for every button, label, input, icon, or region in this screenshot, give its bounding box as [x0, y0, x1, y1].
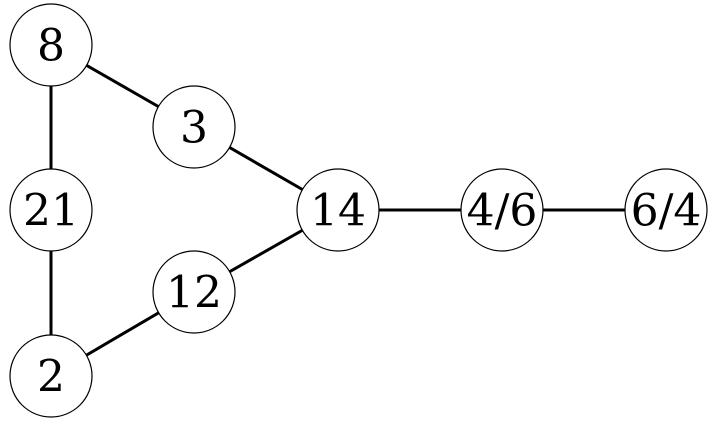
node-label: 8 — [37, 21, 65, 72]
node-label: 12 — [166, 268, 222, 319]
node-circle — [460, 168, 544, 252]
node-circle — [624, 168, 708, 252]
node-label: 6/4 — [631, 186, 702, 237]
node-circle — [152, 250, 236, 334]
node-circle — [9, 3, 93, 87]
node-circle — [152, 85, 236, 169]
graph-node: 4/6 — [460, 168, 544, 252]
node-label: 3 — [180, 103, 208, 154]
node-label: 14 — [310, 186, 366, 237]
graph-node: 21 — [9, 168, 93, 252]
node-circle — [9, 168, 93, 252]
node-label: 2 — [37, 352, 65, 403]
node-label: 4/6 — [467, 186, 538, 237]
graph-node: 2 — [9, 334, 93, 418]
graph-node: 14 — [296, 168, 380, 252]
graph-node: 3 — [152, 85, 236, 169]
node-circle — [296, 168, 380, 252]
graph-node: 8 — [9, 3, 93, 87]
nodes-layer: 8 3 21 14 4/6 6/4 12 2 — [9, 3, 708, 418]
graph-node: 6/4 — [624, 168, 708, 252]
graph-node: 12 — [152, 250, 236, 334]
node-circle — [9, 334, 93, 418]
node-label: 21 — [23, 186, 79, 237]
